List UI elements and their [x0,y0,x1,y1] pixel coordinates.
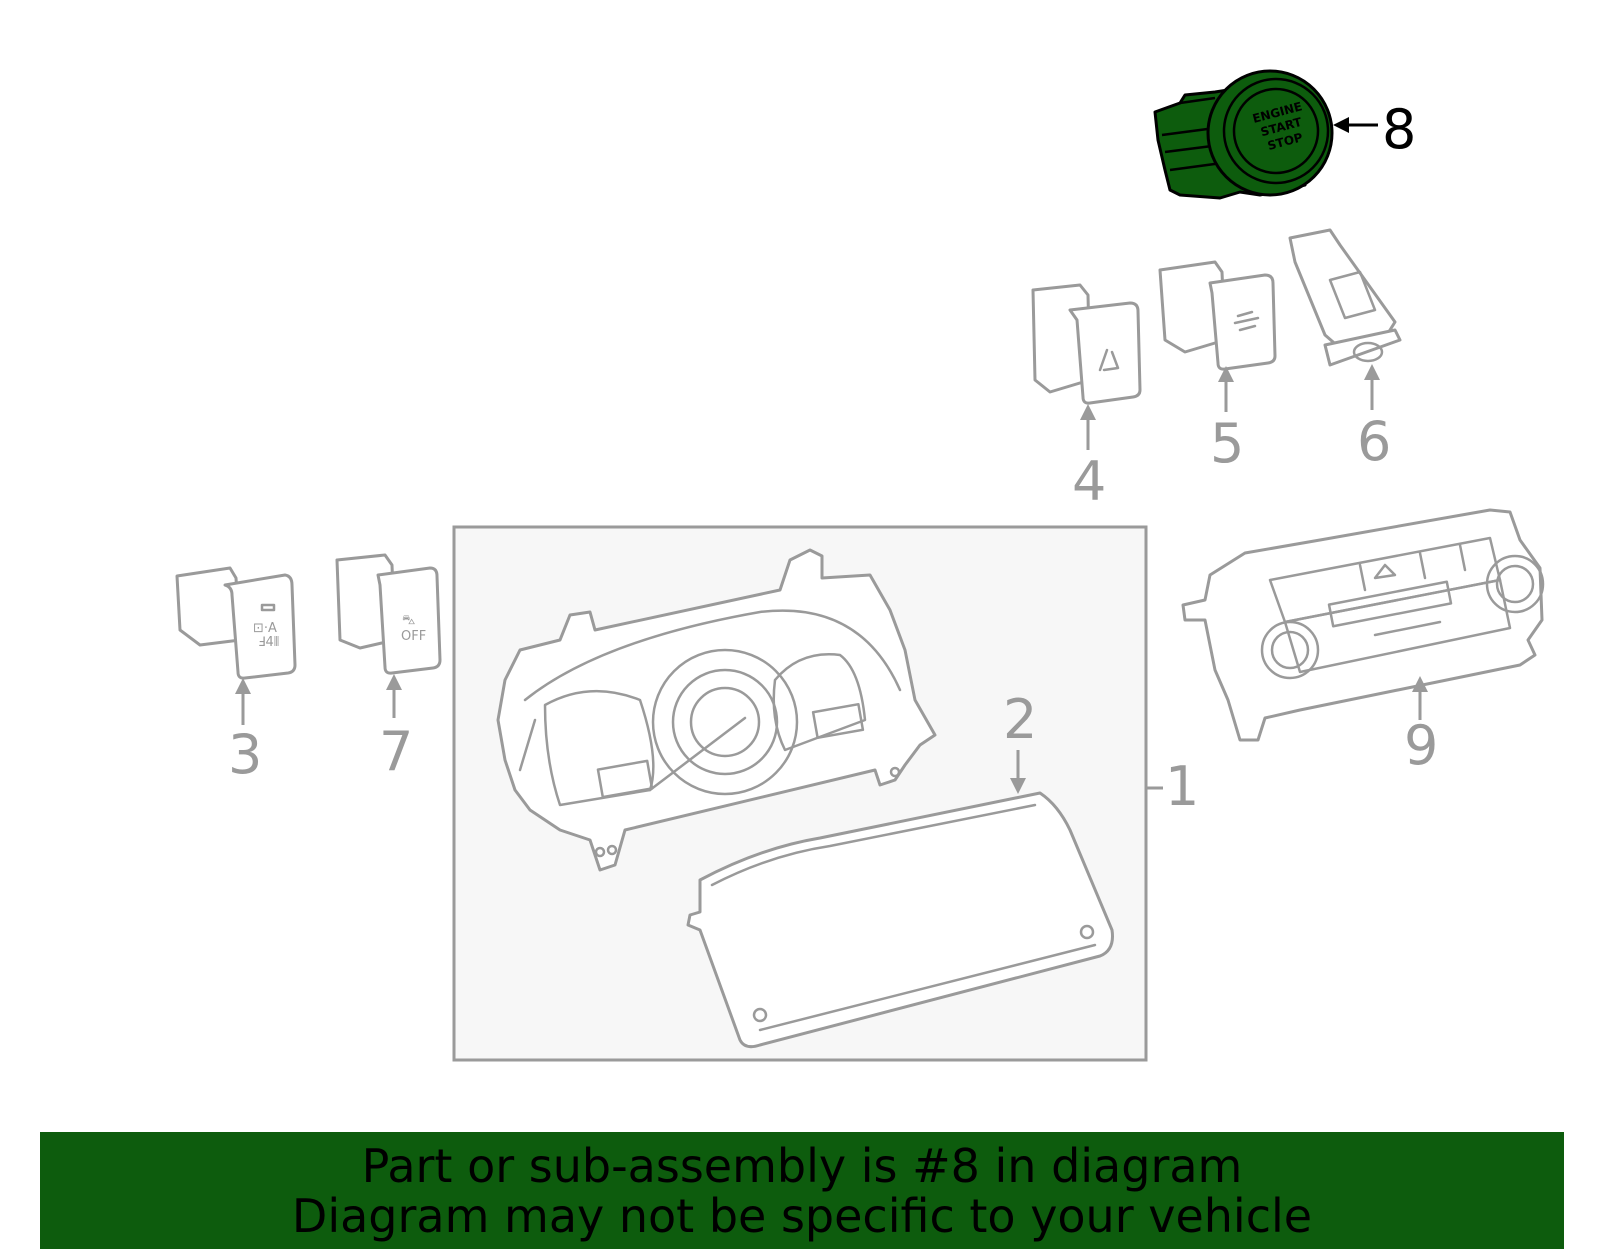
climate-control-panel[interactable] [1181,508,1545,742]
instrument-cluster-housing[interactable] [496,548,937,872]
switch-item-7[interactable]: ⛍ OFF [335,553,442,675]
callout-8: 8 [1382,98,1416,161]
callout-arrows [235,117,1428,794]
svg-text:⛍: ⛍ [402,613,415,628]
banner-line-1: Part or sub-assembly is #8 in diagram [361,1138,1243,1193]
callout-2: 2 [1003,688,1037,751]
callout-9: 9 [1404,714,1438,777]
callout-3: 3 [228,723,262,786]
engine-start-stop-button[interactable]: ENGINE START STOP [1153,69,1334,200]
svg-text:Ⅎ4⫴: Ⅎ4⫴ [258,635,279,650]
switch-item-6[interactable] [1288,228,1402,367]
switch-item-4[interactable] [1031,283,1142,405]
switch7-label: OFF [401,629,426,644]
callout-6: 6 [1357,410,1391,473]
callout-7: 7 [379,720,413,783]
switch-item-5[interactable] [1158,260,1277,371]
svg-text:⊡·A: ⊡·A [253,621,277,636]
callout-1: 1 [1165,755,1199,818]
banner-line-2: Diagram may not be specific to your vehi… [291,1188,1313,1243]
callout-4: 4 [1072,450,1106,513]
callout-5: 5 [1210,412,1244,475]
switch-item-3[interactable]: ⊡·A Ⅎ4⫴ [175,566,297,680]
info-banner: Part or sub-assembly is #8 in diagram Di… [40,1132,1564,1249]
cluster-lens[interactable] [686,791,1114,1049]
